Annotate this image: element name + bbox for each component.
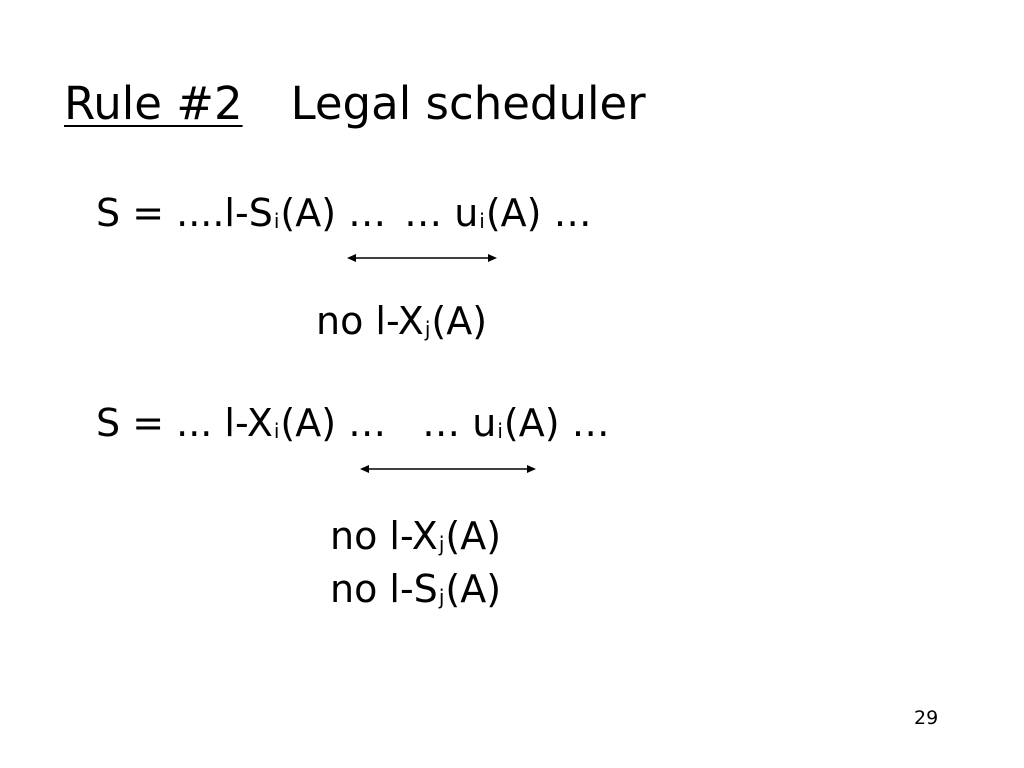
note-2a-text: no l-X — [330, 514, 438, 558]
schedule-1-end: (A) … — [485, 191, 592, 235]
rule-number: Rule #2 — [64, 77, 243, 130]
schedule-2-sub-i: i — [273, 419, 280, 443]
constraint-note-2b: no l-Sj(A) — [330, 566, 501, 620]
page-number: 29 — [914, 707, 939, 729]
schedule-1-sub-i: i — [273, 209, 280, 233]
note-2b-end: (A) — [445, 567, 502, 611]
schedule-1-sub-i2: i — [479, 209, 485, 233]
schedule-2-dots: … u — [422, 401, 497, 445]
schedule-1-prefix: S = ....l-S — [96, 191, 273, 235]
schedule-2-end: (A) … — [503, 401, 610, 445]
note-2b-sub: j — [438, 585, 445, 609]
title-text: Legal scheduler — [290, 77, 646, 130]
slide-title: Rule #2 Legal scheduler — [64, 76, 646, 132]
double-arrow-icon — [360, 465, 536, 473]
schedule-2-mid: (A) … — [280, 401, 387, 445]
schedule-1-dots: … u — [404, 191, 479, 235]
schedule-line-1: S = ....l-Si(A) …… ui(A) … — [96, 190, 592, 244]
constraint-note-1: no l-Xj(A) — [316, 298, 487, 352]
schedule-2-prefix: S = ... l-X — [96, 401, 273, 445]
note-1-text: no l-X — [316, 299, 424, 343]
note-2a-sub: j — [438, 532, 445, 556]
schedule-2-sub-i2: i — [497, 419, 503, 443]
schedule-1-mid: (A) … — [280, 191, 387, 235]
double-arrow-icon — [347, 254, 497, 262]
note-2b-text: no l-S — [330, 567, 438, 611]
constraint-note-2a: no l-Xj(A) — [330, 513, 501, 567]
note-1-end: (A) — [431, 299, 488, 343]
note-2a-end: (A) — [445, 514, 502, 558]
schedule-line-2: S = ... l-Xi(A) …… ui(A) … — [96, 400, 610, 454]
note-1-sub: j — [424, 317, 431, 341]
